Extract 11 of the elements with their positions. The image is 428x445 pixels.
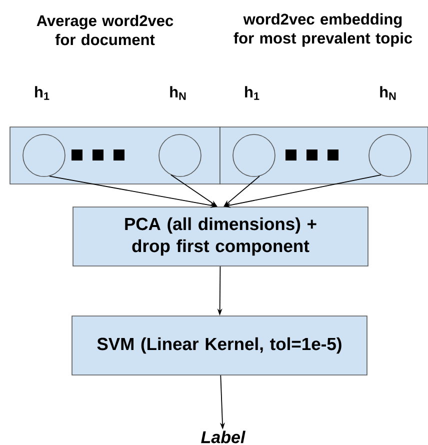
- column-heading: word2vec embedding for most prevalent topic: [234, 13, 412, 47]
- column-heading: Average word2vec for document: [36, 14, 174, 46]
- input-panel: [220, 126, 428, 184]
- unit-label: h$_{N}$: [380, 86, 396, 100]
- process-box: PCA (all dimensions) + drop first component: [72, 206, 368, 266]
- unit-label: h$_{N}$: [170, 86, 186, 100]
- unit-label: h$_{1}$: [245, 86, 260, 100]
- output-label: Label: [201, 430, 246, 444]
- unit-label: h$_{1}$: [35, 86, 50, 100]
- process-box: SVM (Linear Kernel, tol=1e-5): [72, 316, 368, 376]
- input-panel: [10, 126, 220, 184]
